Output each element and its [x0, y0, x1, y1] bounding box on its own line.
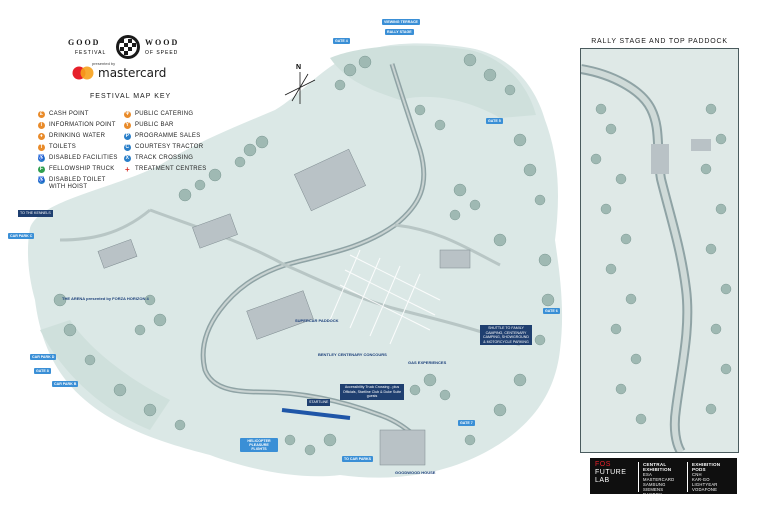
future-lab-item: RANDOX	[643, 492, 663, 497]
rally-panel-title: RALLY STAGE AND TOP PADDOCK	[591, 38, 728, 45]
key-label: PUBLIC BAR	[135, 122, 174, 128]
future-lab-col2-sub: PODS	[692, 467, 706, 472]
key-item-programme-sales: P PROGRAMME SALES	[124, 133, 201, 140]
disabled-icon: ♿	[38, 155, 45, 162]
label-gate-7[interactable]: GATE 7	[458, 420, 475, 426]
key-item-cash-point: £ CASH POINT	[38, 111, 89, 118]
fellowship-truck-icon: F	[38, 166, 45, 173]
future-lab-item: MASTERCARD	[643, 477, 675, 482]
future-lab-logo-line3: LAB	[595, 477, 610, 484]
festival-map	[27, 43, 563, 478]
key-label: TREATMENT CENTRES	[135, 166, 207, 172]
logo-subline-right: OF SPEED	[145, 50, 179, 56]
label-arena: THE ARENA presented by FORZA HORIZON 4	[62, 296, 149, 301]
catering-icon: Ψ	[124, 111, 131, 118]
future-lab-item: SAMSUNG	[643, 482, 666, 487]
track-crossing-icon: X	[124, 155, 131, 162]
label-shuttle[interactable]: SHUTTLE TO FAMILY CAMPING, CENTENARY CAM…	[480, 325, 532, 345]
label-supercar-paddock: SUPERCAR PADDOCK	[295, 318, 339, 323]
rally-stage-map	[581, 49, 738, 452]
label-gate-6[interactable]: GATE 6	[543, 308, 560, 314]
key-item-public-bar: Y PUBLIC BAR	[124, 122, 174, 129]
rally-stage-panel	[580, 48, 739, 453]
map-key: £ CASH POINT i INFORMATION POINT ♦ DRINKING…	[38, 111, 258, 201]
label-car-park-c[interactable]: CAR PARK C	[8, 233, 35, 239]
key-label: PUBLIC CATERING	[135, 111, 194, 117]
future-lab-item: VODAFONE	[692, 487, 718, 492]
future-lab-item: SIEMENS	[643, 487, 664, 492]
logo-subline-left: FESTIVAL	[75, 50, 107, 56]
key-item-toilets: T TOILETS	[38, 144, 76, 151]
label-to-kennels[interactable]: TO THE KENNELS	[18, 210, 53, 217]
treatment-cross-icon: +	[124, 165, 131, 174]
water-drop-icon: ♦	[38, 133, 45, 140]
disabled-toilet-icon: ♿	[38, 177, 45, 184]
future-lab-col1-title: CENTRAL	[643, 462, 667, 467]
logo-wordmark-right: WOOD	[145, 38, 180, 47]
label-viewing-terrace[interactable]: VIEWING TERRACE	[382, 19, 420, 25]
key-label-line2: WITH HOIST	[49, 184, 88, 190]
mastercard-circles-icon	[72, 66, 94, 80]
bar-icon: Y	[124, 122, 131, 129]
goodwood-chequered-wheel-logo	[116, 35, 140, 59]
key-item-track-crossing: X TRACK CROSSING	[124, 155, 193, 162]
key-label: DISABLED TOILET	[49, 177, 106, 183]
programme-icon: P	[124, 133, 131, 140]
future-lab-col1-sub: EXHIBITION	[643, 467, 672, 472]
future-lab-logo-line1: FOS	[595, 461, 611, 468]
key-label: FELLOWSHIP TRUCK	[49, 166, 115, 172]
logo-wordmark-left: GOOD	[68, 38, 101, 47]
key-label: INFORMATION POINT	[49, 122, 116, 128]
key-label: DRINKING WATER	[49, 133, 106, 139]
future-lab-central-column: CENTRAL EXHIBITION ESA MASTERCARD SAMSUN…	[643, 462, 674, 497]
label-accessibility-crossing[interactable]: Accessibility Truck Crossing - plus Offi…	[340, 384, 404, 400]
label-car-park-d[interactable]: CAR PARK D	[30, 354, 57, 360]
key-item-courtesy-tractor: C COURTESY TRACTOR	[124, 144, 203, 151]
presented-by-text: presented by	[92, 61, 116, 66]
sponsor-name: mastercard	[98, 66, 167, 80]
future-lab-item: KAR-GO	[692, 477, 710, 482]
key-label: COURTESY TRACTOR	[135, 144, 204, 150]
label-startline[interactable]: STARTLINE	[307, 399, 331, 406]
label-gas-experiences: GAS EXPERIENCES	[408, 360, 447, 365]
future-lab-logo: FOS FUTURE LAB	[595, 461, 633, 485]
future-lab-item: LIGHTYEAR	[692, 482, 718, 487]
label-goodwood-house: GOODWOOD HOUSE	[395, 470, 436, 475]
information-icon: i	[38, 122, 45, 129]
key-label: PROGRAMME SALES	[135, 133, 201, 139]
future-lab-divider	[687, 462, 688, 492]
label-helicopter-flights[interactable]: HELICOPTER PLEASURE FLIGHTS	[240, 438, 278, 452]
cash-point-icon: £	[38, 111, 45, 118]
label-to-car-parks[interactable]: TO CAR PARKS	[342, 456, 374, 462]
future-lab-box	[590, 458, 737, 494]
key-item-treatment-centres: + TREATMENT CENTRES	[124, 165, 207, 174]
key-label: TRACK CROSSING	[135, 155, 194, 161]
future-lab-col2-title: EXHIBITION	[692, 462, 721, 467]
toilet-icon: T	[38, 144, 45, 151]
key-item-disabled-facilities: ♿ DISABLED FACILITIES	[38, 155, 118, 162]
label-car-park-b[interactable]: CAR PARK B	[52, 381, 79, 387]
label-bentley: BENTLEY CENTENARY CONCOURS	[318, 352, 387, 357]
future-lab-divider	[638, 462, 639, 492]
key-item-fellowship-truck: F FELLOWSHIP TRUCK	[38, 166, 115, 173]
tractor-icon: C	[124, 144, 131, 151]
key-label: TOILETS	[49, 144, 76, 150]
label-gate-8[interactable]: GATE 8	[34, 368, 51, 374]
future-lab-item: ESA	[643, 472, 652, 477]
label-gate-4[interactable]: GATE 4	[333, 38, 350, 44]
future-lab-logo-line2: FUTURE	[595, 469, 627, 476]
mastercard-logo: mastercard	[72, 66, 166, 80]
future-lab-pods-column: EXHIBITION PODS CNH KAR-GO LIGHTYEAR VOD…	[692, 462, 720, 492]
key-item-drinking-water: ♦ DRINKING WATER	[38, 133, 105, 140]
key-label: CASH POINT	[49, 111, 89, 117]
key-label: DISABLED FACILITIES	[49, 155, 118, 161]
label-rally-stage[interactable]: RALLY STAGE	[385, 29, 414, 35]
compass-north-label: N	[296, 64, 302, 71]
map-key-title: FESTIVAL MAP KEY	[90, 93, 172, 100]
future-lab-item: CNH	[692, 472, 702, 477]
key-item-public-catering: Ψ PUBLIC CATERING	[124, 111, 193, 118]
label-gate-5[interactable]: GATE 5	[486, 118, 503, 124]
key-item-information: i INFORMATION POINT	[38, 122, 116, 129]
